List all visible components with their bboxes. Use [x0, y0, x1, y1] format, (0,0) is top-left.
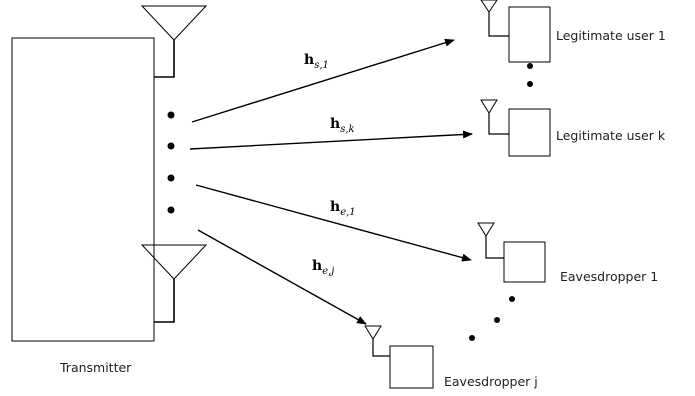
antenna-ellipsis-dot — [167, 142, 175, 150]
eavesdropper-j: Eavesdropper j — [364, 325, 538, 389]
receiver-box — [389, 345, 434, 389]
antenna-icon — [364, 325, 390, 357]
channel-label-ej: he,j — [312, 258, 334, 277]
receiver-box — [508, 6, 551, 63]
channel-arrow-e1 — [195, 184, 472, 262]
receiver-label: Eavesdropper j — [444, 374, 538, 389]
receiver-label: Legitimate user k — [556, 128, 666, 143]
eavesdropper-ellipsis-dot — [469, 335, 475, 341]
legitimate-user-k: Legitimate user k — [480, 99, 666, 157]
eavesdropper-1: Eavesdropper 1 — [477, 222, 658, 284]
channel-arrow-ej — [197, 229, 367, 325]
antenna-icon — [480, 0, 509, 37]
eavesdropper-ellipsis-dot — [494, 317, 500, 323]
antenna-ellipsis-dot — [167, 174, 175, 182]
receiver-box — [503, 241, 546, 283]
eavesdropper-ellipsis-dot — [509, 296, 515, 302]
transmitter: Transmitter — [11, 5, 208, 375]
antenna-icon — [140, 5, 208, 78]
transmitter-label: Transmitter — [59, 360, 132, 375]
user-ellipsis-dot — [527, 63, 533, 69]
channel-label-sk: hs,k — [330, 116, 355, 135]
antenna-icon — [477, 222, 504, 259]
receiver-box — [508, 108, 551, 157]
antenna-ellipsis-dot — [167, 111, 175, 119]
channel-arrow-s1 — [191, 38, 455, 123]
receiver-label: Legitimate user 1 — [556, 28, 666, 43]
transmitter-box — [11, 37, 155, 342]
antenna-ellipsis-dot — [167, 206, 175, 214]
legitimate-user-1: Legitimate user 1 — [480, 0, 666, 63]
channel-label-e1: he,1 — [330, 199, 356, 218]
channel-arrow-sk — [189, 130, 473, 150]
antenna-icon — [140, 244, 208, 323]
user-ellipsis-dot — [527, 81, 533, 87]
receiver-label: Eavesdropper 1 — [560, 269, 658, 284]
antenna-icon — [480, 99, 509, 135]
channel-label-s1: hs,1 — [304, 52, 329, 71]
